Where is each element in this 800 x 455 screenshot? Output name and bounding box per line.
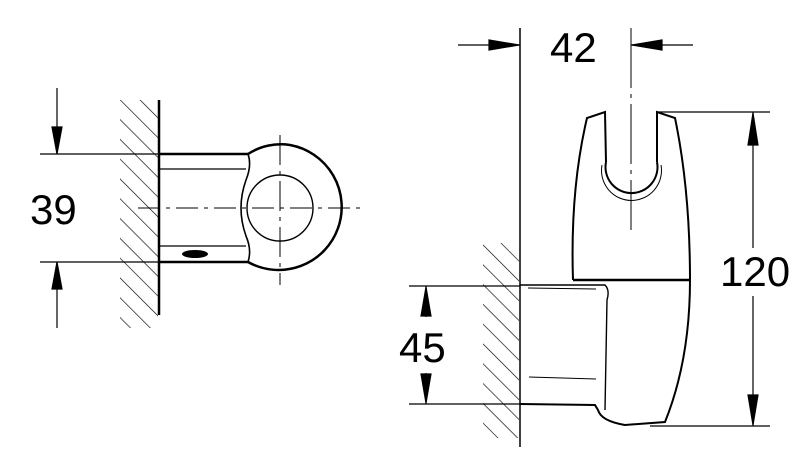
dim-label-120: 120 [720,248,790,295]
screw-slot [182,250,208,258]
wall-hatch [120,100,158,328]
holder-body-top [160,143,343,272]
wall-hatch-side [483,243,519,438]
dimension-120 [650,111,770,427]
center-lines-top [138,135,365,285]
dimension-42 [458,39,693,51]
dimension-39 [40,88,160,328]
top-view: 39 [30,88,365,328]
side-view: 42 45 120 [399,24,790,447]
dim-label-45: 45 [399,324,446,371]
holder-body-side [519,110,691,427]
dim-label-39: 39 [30,186,77,233]
dim-label-42: 42 [550,24,597,71]
dimension-45 [409,285,520,405]
